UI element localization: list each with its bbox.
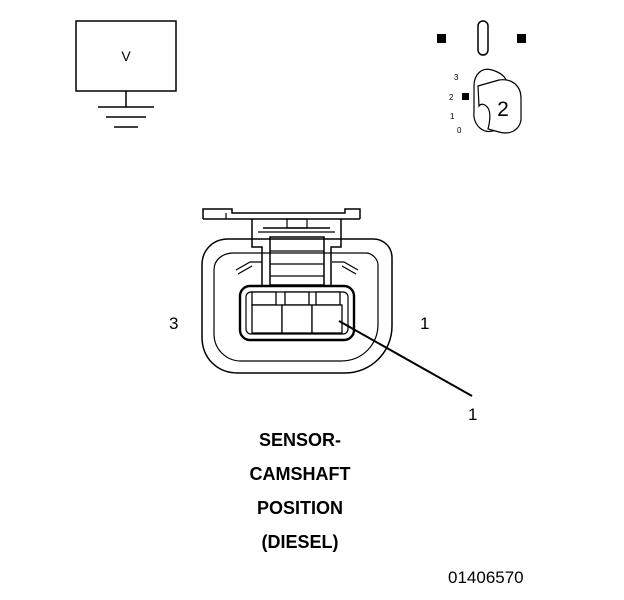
key-terminal-left: [437, 34, 446, 43]
callout-leader: [338, 320, 473, 397]
callout-label: 1: [468, 405, 477, 424]
terminal-cavity-3: [251, 291, 283, 334]
key-slot: [477, 20, 489, 56]
key-position-label: 0: [457, 126, 462, 135]
key-outline-front: [477, 79, 522, 134]
connector-housing-outer: [201, 238, 393, 374]
voltmeter-symbol: V: [75, 20, 177, 128]
connector-latch: [202, 208, 361, 219]
connector-housing-inner: [213, 252, 379, 362]
connector-face: [201, 208, 473, 397]
key-position-label: 2: [449, 93, 454, 102]
terminal-cavity-1: [311, 291, 343, 334]
ground-icon: [98, 106, 154, 128]
figure-id: 01406570: [448, 568, 524, 587]
title-line: CAMSHAFT: [249, 464, 351, 484]
pin-label-1: 1: [420, 314, 429, 333]
title-line: POSITION: [256, 498, 343, 518]
voltmeter-label: V: [121, 48, 131, 64]
pin-label-3: 3: [169, 314, 178, 333]
title-line: SENSOR-: [258, 430, 341, 450]
key-position-label: 3: [454, 73, 459, 82]
terminal-block: [238, 284, 356, 342]
title-line: (DIESEL): [261, 532, 339, 552]
key-position-label: 1: [450, 112, 455, 121]
connector-key-icon: 3 2 1 0 2: [437, 20, 526, 135]
key-position-marker: [462, 93, 469, 100]
key-terminal-right: [517, 34, 526, 43]
component-title: SENSOR- CAMSHAFT POSITION (DIESEL): [200, 423, 400, 559]
key-cavity-count: 2: [497, 98, 509, 121]
locking-ramp: [269, 236, 325, 286]
terminal-cavity-2: [281, 291, 313, 334]
